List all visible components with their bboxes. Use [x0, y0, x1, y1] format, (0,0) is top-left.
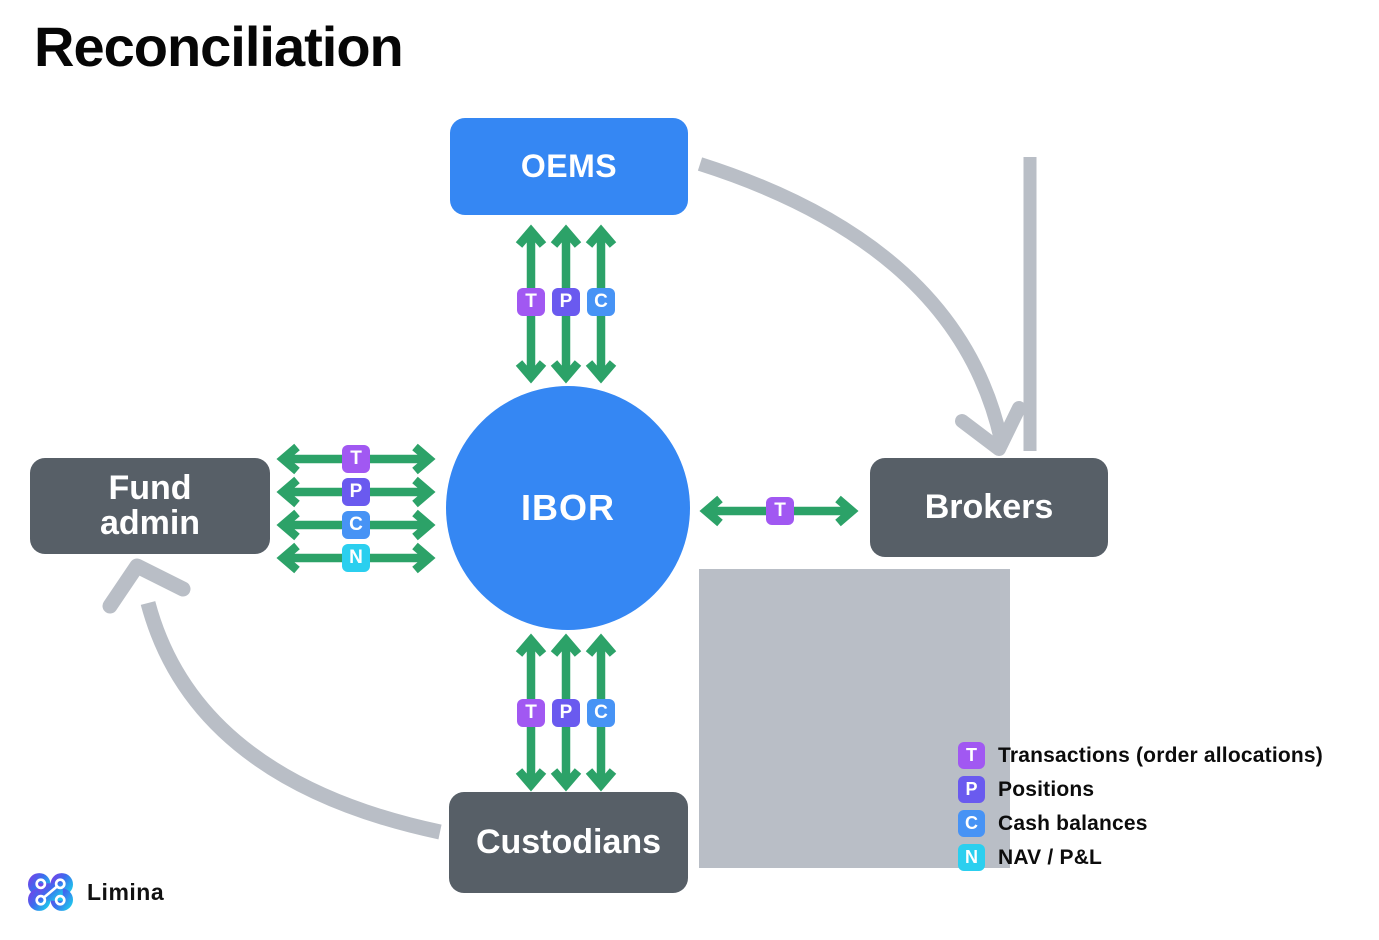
node-oems: OEMS	[450, 118, 688, 215]
legend-label: Cash balances	[998, 811, 1148, 835]
badge-transactions: T	[766, 497, 794, 525]
flow-curve-custodians-to-fund-admin-arrowhead	[102, 558, 191, 614]
badge-positions: P	[342, 478, 370, 506]
badge-transactions: T	[517, 699, 545, 727]
legend-item-nav-pnl: N NAV / P&L	[958, 844, 1323, 871]
page-title: Reconciliation	[34, 15, 404, 78]
node-ibor-label: IBOR	[521, 487, 615, 528]
legend-item-cash-balances: C Cash balances	[958, 810, 1323, 837]
legend-badge-t: T	[958, 742, 985, 769]
badge-positions: P	[552, 288, 580, 316]
badge-positions: P	[552, 699, 580, 727]
flow-curve-oems-to-brokers-arrowhead	[955, 401, 1026, 456]
node-oems-label: OEMS	[520, 148, 618, 184]
node-fund-admin: Fund admin	[30, 458, 270, 554]
legend-label: Transactions (order allocations)	[998, 743, 1323, 767]
node-brokers: Brokers	[870, 458, 1108, 557]
flow-curve-custodians-to-fund-admin	[140, 601, 442, 840]
badge-cash: C	[342, 511, 370, 539]
badge-transactions: T	[342, 445, 370, 473]
limina-logo-icon	[28, 873, 73, 911]
flow-curve-oems-to-brokers	[697, 157, 1008, 442]
badge-cash: C	[587, 288, 615, 316]
legend-badge-p: P	[958, 776, 985, 803]
node-fund-admin-label: Fund admin	[99, 468, 201, 542]
node-custodians-label: Custodians	[475, 823, 662, 861]
badge-cash: C	[587, 699, 615, 727]
legend-label: NAV / P&L	[998, 845, 1103, 869]
node-ibor: IBOR	[446, 386, 690, 630]
node-custodians: Custodians	[449, 792, 688, 893]
brand-name: Limina	[87, 878, 165, 905]
legend-item-transactions: T Transactions (order allocations)	[958, 742, 1323, 769]
legend-badge-c: C	[958, 810, 985, 837]
badge-nav: N	[342, 544, 370, 572]
legend-item-positions: P Positions	[958, 776, 1323, 803]
node-brokers-label: Brokers	[924, 488, 1054, 526]
badge-transactions: T	[517, 288, 545, 316]
legend-badge-n: N	[958, 844, 985, 871]
legend-label: Positions	[998, 777, 1095, 801]
brand: Limina	[28, 873, 164, 911]
arrows-ibor-custodians	[515, 633, 617, 792]
legend: T Transactions (order allocations) P Pos…	[958, 742, 1323, 878]
arrows-fund-admin-ibor	[276, 443, 436, 574]
